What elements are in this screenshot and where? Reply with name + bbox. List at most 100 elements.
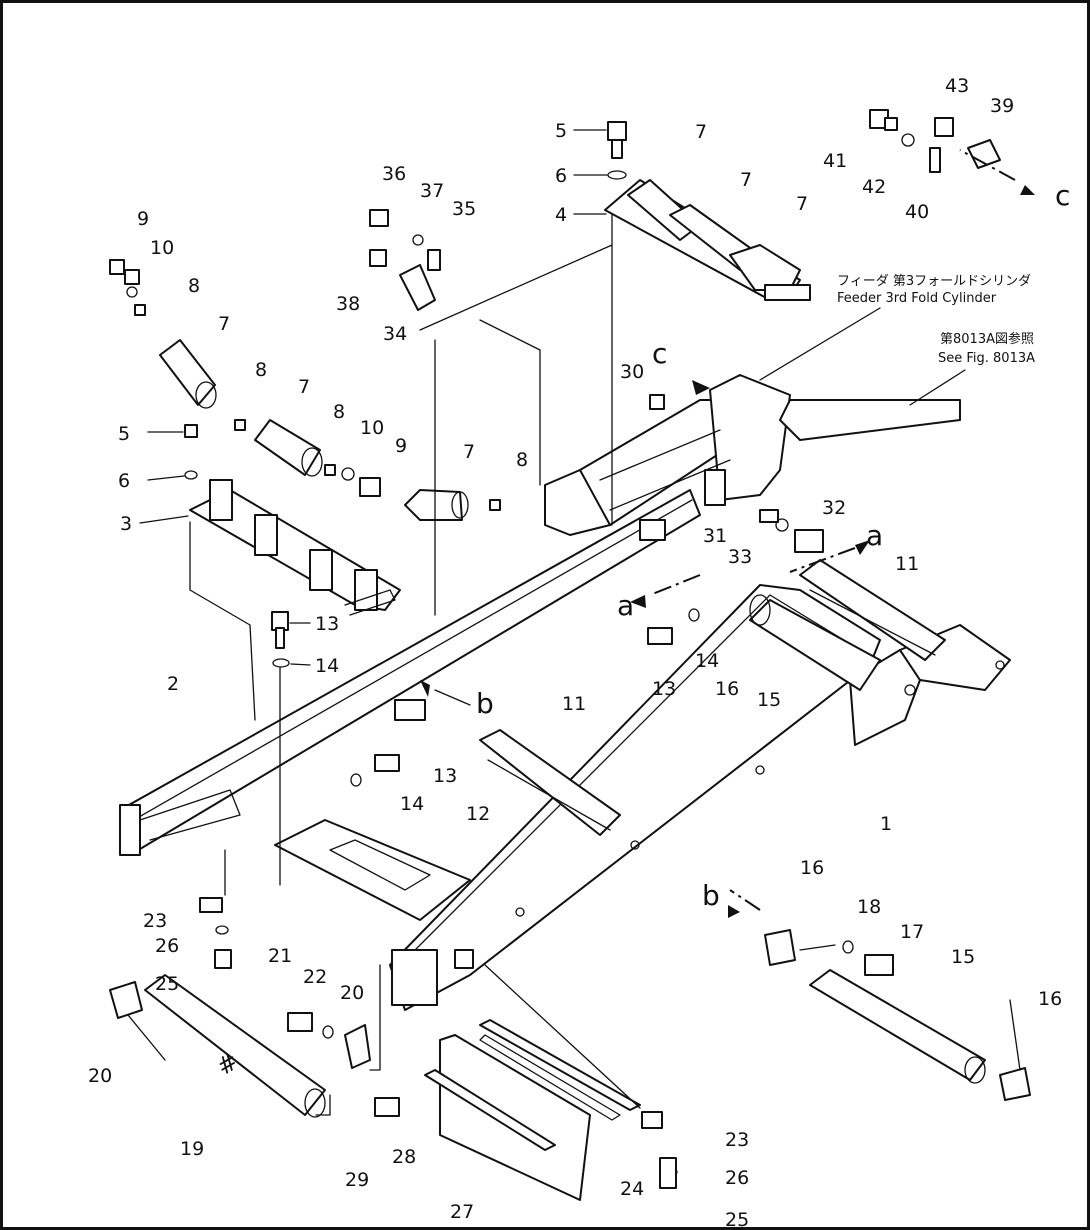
fasteners-parts-31-33 bbox=[759, 509, 824, 553]
label-34: 34 bbox=[383, 323, 407, 345]
see-fig-note-jp: 第8013A図参照 bbox=[940, 331, 1034, 347]
label-3: 3 bbox=[120, 513, 132, 535]
label-1: 1 bbox=[880, 813, 892, 835]
label-13c: 13 bbox=[652, 678, 676, 700]
fasteners-top-center bbox=[369, 121, 665, 410]
label-27: 27 bbox=[450, 1201, 474, 1223]
label-13a: 13 bbox=[315, 613, 339, 635]
label-5a: 5 bbox=[555, 120, 567, 142]
label-28: 28 bbox=[392, 1146, 416, 1168]
label-25a: 25 bbox=[155, 973, 179, 995]
label-32: 32 bbox=[822, 497, 846, 519]
label-23b: 23 bbox=[725, 1129, 749, 1151]
reference-arrows bbox=[420, 185, 1035, 918]
carrier-bracket-part-3 bbox=[189, 479, 401, 616]
label-17: 17 bbox=[900, 921, 924, 943]
label-37: 37 bbox=[420, 180, 444, 202]
letter-b-upper: b bbox=[476, 687, 494, 720]
label-7b: 7 bbox=[740, 169, 752, 191]
label-12: 12 bbox=[466, 803, 490, 825]
lower-left-parts bbox=[109, 897, 371, 1118]
label-7c: 7 bbox=[796, 193, 808, 215]
label-39: 39 bbox=[990, 95, 1014, 117]
label-16a: 16 bbox=[715, 678, 739, 700]
label-21: 21 bbox=[268, 945, 292, 967]
label-13b: 13 bbox=[433, 765, 457, 787]
roller-part-15-upper bbox=[749, 594, 881, 691]
fasteners-left-cluster bbox=[109, 259, 501, 511]
cross-member-part-11-left bbox=[479, 729, 621, 836]
see-fig-note-en: See Fig. 8013A bbox=[938, 351, 1035, 366]
label-29: 29 bbox=[345, 1169, 369, 1191]
feeder-note-en: Feeder 3rd Fold Cylinder bbox=[837, 291, 997, 306]
label-8b: 8 bbox=[255, 359, 267, 381]
label-6b: 6 bbox=[118, 470, 130, 492]
label-41: 41 bbox=[823, 150, 847, 172]
letter-a-right: a bbox=[866, 519, 883, 552]
label-7f: 7 bbox=[463, 441, 475, 463]
rollers-part-7-left bbox=[159, 339, 469, 521]
leader-lines bbox=[127, 129, 1021, 1116]
label-31: 31 bbox=[703, 525, 727, 547]
label-6a: 6 bbox=[555, 165, 567, 187]
label-11a: 11 bbox=[562, 693, 586, 715]
label-9b: 9 bbox=[395, 435, 407, 457]
label-40: 40 bbox=[905, 201, 929, 223]
label-8d: 8 bbox=[516, 449, 528, 471]
label-38: 38 bbox=[336, 293, 360, 315]
letter-c-right: c bbox=[1055, 179, 1070, 212]
label-7d: 7 bbox=[218, 313, 230, 335]
letter-a-left: a bbox=[617, 589, 634, 622]
label-4: 4 bbox=[555, 204, 567, 226]
label-33: 33 bbox=[728, 546, 752, 568]
label-18: 18 bbox=[857, 896, 881, 918]
label-22: 22 bbox=[303, 966, 327, 988]
label-10b: 10 bbox=[360, 417, 384, 439]
label-10a: 10 bbox=[150, 237, 174, 259]
label-7e: 7 bbox=[298, 376, 310, 398]
main-frame-part-1 bbox=[389, 584, 881, 1011]
annotation-notes: フィーダ 第3フォールドシリンダ Feeder 3rd Fold Cylinde… bbox=[837, 274, 1035, 366]
label-23a: 23 bbox=[143, 910, 167, 932]
label-16c: 16 bbox=[1038, 988, 1062, 1010]
label-11b: 11 bbox=[895, 553, 919, 575]
label-15b: 15 bbox=[951, 946, 975, 968]
label-20b: 20 bbox=[340, 982, 364, 1004]
label-9a: 9 bbox=[137, 208, 149, 230]
bottom-plates-24-27-28 bbox=[374, 1019, 678, 1201]
label-36: 36 bbox=[382, 163, 406, 185]
label-8a: 8 bbox=[188, 275, 200, 297]
label-19: 19 bbox=[180, 1138, 204, 1160]
plate-part-12 bbox=[274, 819, 471, 921]
fold-cylinder-assembly bbox=[544, 374, 961, 536]
label-8c: 8 bbox=[333, 401, 345, 423]
letter-c-center: c bbox=[652, 337, 667, 370]
label-16b: 16 bbox=[800, 857, 824, 879]
label-35: 35 bbox=[452, 198, 476, 220]
label-15a: 15 bbox=[757, 689, 781, 711]
part-number-labels: 1 2 3 4 5 5 6 6 7 7 7 7 7 7 8 8 8 8 9 9 … bbox=[88, 75, 1062, 1230]
label-42: 42 bbox=[862, 176, 886, 198]
label-14a: 14 bbox=[315, 655, 339, 677]
label-25b: 25 bbox=[725, 1209, 749, 1230]
label-7a: 7 bbox=[695, 121, 707, 143]
label-14b: 14 bbox=[400, 793, 424, 815]
label-5b: 5 bbox=[118, 423, 130, 445]
feeder-note-jp: フィーダ 第3フォールドシリンダ bbox=[837, 274, 1031, 289]
label-14c: 14 bbox=[695, 650, 719, 672]
lower-right-roller-15 bbox=[764, 929, 1031, 1101]
label-26b: 26 bbox=[725, 1167, 749, 1189]
fasteners-top-right bbox=[869, 109, 1001, 173]
fasteners-parts-13-14 bbox=[271, 608, 700, 787]
label-20a: 20 bbox=[88, 1065, 112, 1087]
carrier-bracket-part-4 bbox=[604, 179, 811, 301]
label-26a: 26 bbox=[155, 935, 179, 957]
reference-letter-labels: a a b b c c bbox=[476, 179, 1070, 912]
label-2: 2 bbox=[167, 673, 179, 695]
cross-member-part-11-right bbox=[799, 559, 946, 661]
label-24: 24 bbox=[620, 1178, 644, 1200]
side-rail-part-2 bbox=[119, 489, 701, 856]
label-43: 43 bbox=[945, 75, 969, 97]
letter-b-lower: b bbox=[702, 879, 720, 912]
